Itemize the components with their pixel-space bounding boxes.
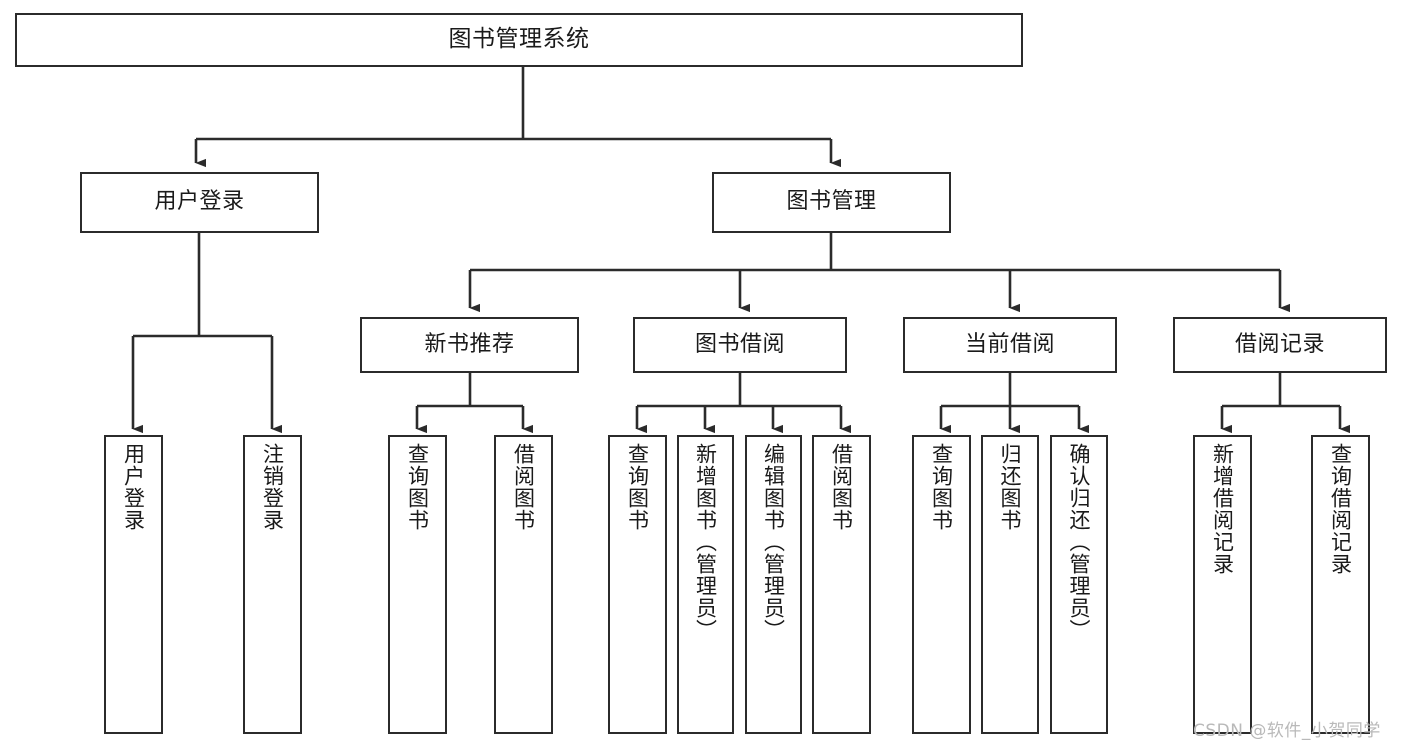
node-book-management[interactable]: 图书管理 xyxy=(712,172,951,233)
node-label: 新书推荐 xyxy=(424,331,515,357)
leaf-borrow-book-2[interactable]: 借阅图书 xyxy=(812,435,871,734)
node-label: 用户登录 xyxy=(121,443,146,531)
node-label: 确认归还（管理员） xyxy=(1067,443,1092,641)
node-label: 图书借阅 xyxy=(694,331,785,357)
node-label: 查询图书 xyxy=(625,443,650,531)
leaf-return-book[interactable]: 归还图书 xyxy=(981,435,1039,734)
leaf-query-book-2[interactable]: 查询图书 xyxy=(608,435,667,734)
node-label: 图书管理 xyxy=(786,189,877,215)
node-book-borrow[interactable]: 图书借阅 xyxy=(633,317,847,373)
node-label: 借阅图书 xyxy=(511,443,536,531)
leaf-edit-book[interactable]: 编辑图书（管理员） xyxy=(745,435,802,734)
node-label: 编辑图书（管理员） xyxy=(761,443,786,641)
node-new-book-recommend[interactable]: 新书推荐 xyxy=(360,317,579,373)
leaf-user-logout[interactable]: 注销登录 xyxy=(243,435,302,734)
node-label: 图书管理系统 xyxy=(448,26,590,53)
node-label: 用户登录 xyxy=(154,189,245,215)
leaf-query-book-3[interactable]: 查询图书 xyxy=(912,435,971,734)
node-label: 新增图书（管理员） xyxy=(693,443,718,641)
node-label: 借阅图书 xyxy=(829,443,854,531)
leaf-add-record[interactable]: 新增借阅记录 xyxy=(1193,435,1252,734)
node-borrow-record[interactable]: 借阅记录 xyxy=(1173,317,1387,373)
node-label: 归还图书 xyxy=(998,443,1023,531)
node-label: 查询借阅记录 xyxy=(1328,443,1353,575)
watermark-text: CSDN @软件_小贺同学 xyxy=(1193,721,1381,741)
node-label: 查询图书 xyxy=(405,443,430,531)
leaf-query-book-1[interactable]: 查询图书 xyxy=(388,435,447,734)
leaf-borrow-book-1[interactable]: 借阅图书 xyxy=(494,435,553,734)
node-label: 注销登录 xyxy=(260,443,285,531)
node-label: 新增借阅记录 xyxy=(1210,443,1235,575)
leaf-query-record[interactable]: 查询借阅记录 xyxy=(1311,435,1370,734)
node-root-system[interactable]: 图书管理系统 xyxy=(15,13,1023,67)
leaf-confirm-return[interactable]: 确认归还（管理员） xyxy=(1050,435,1108,734)
node-label: 借阅记录 xyxy=(1234,331,1325,357)
node-current-borrow[interactable]: 当前借阅 xyxy=(903,317,1117,373)
node-label: 当前借阅 xyxy=(964,331,1055,357)
leaf-user-login[interactable]: 用户登录 xyxy=(104,435,163,734)
node-user-login[interactable]: 用户登录 xyxy=(80,172,319,233)
node-label: 查询图书 xyxy=(929,443,954,531)
leaf-add-book[interactable]: 新增图书（管理员） xyxy=(677,435,734,734)
